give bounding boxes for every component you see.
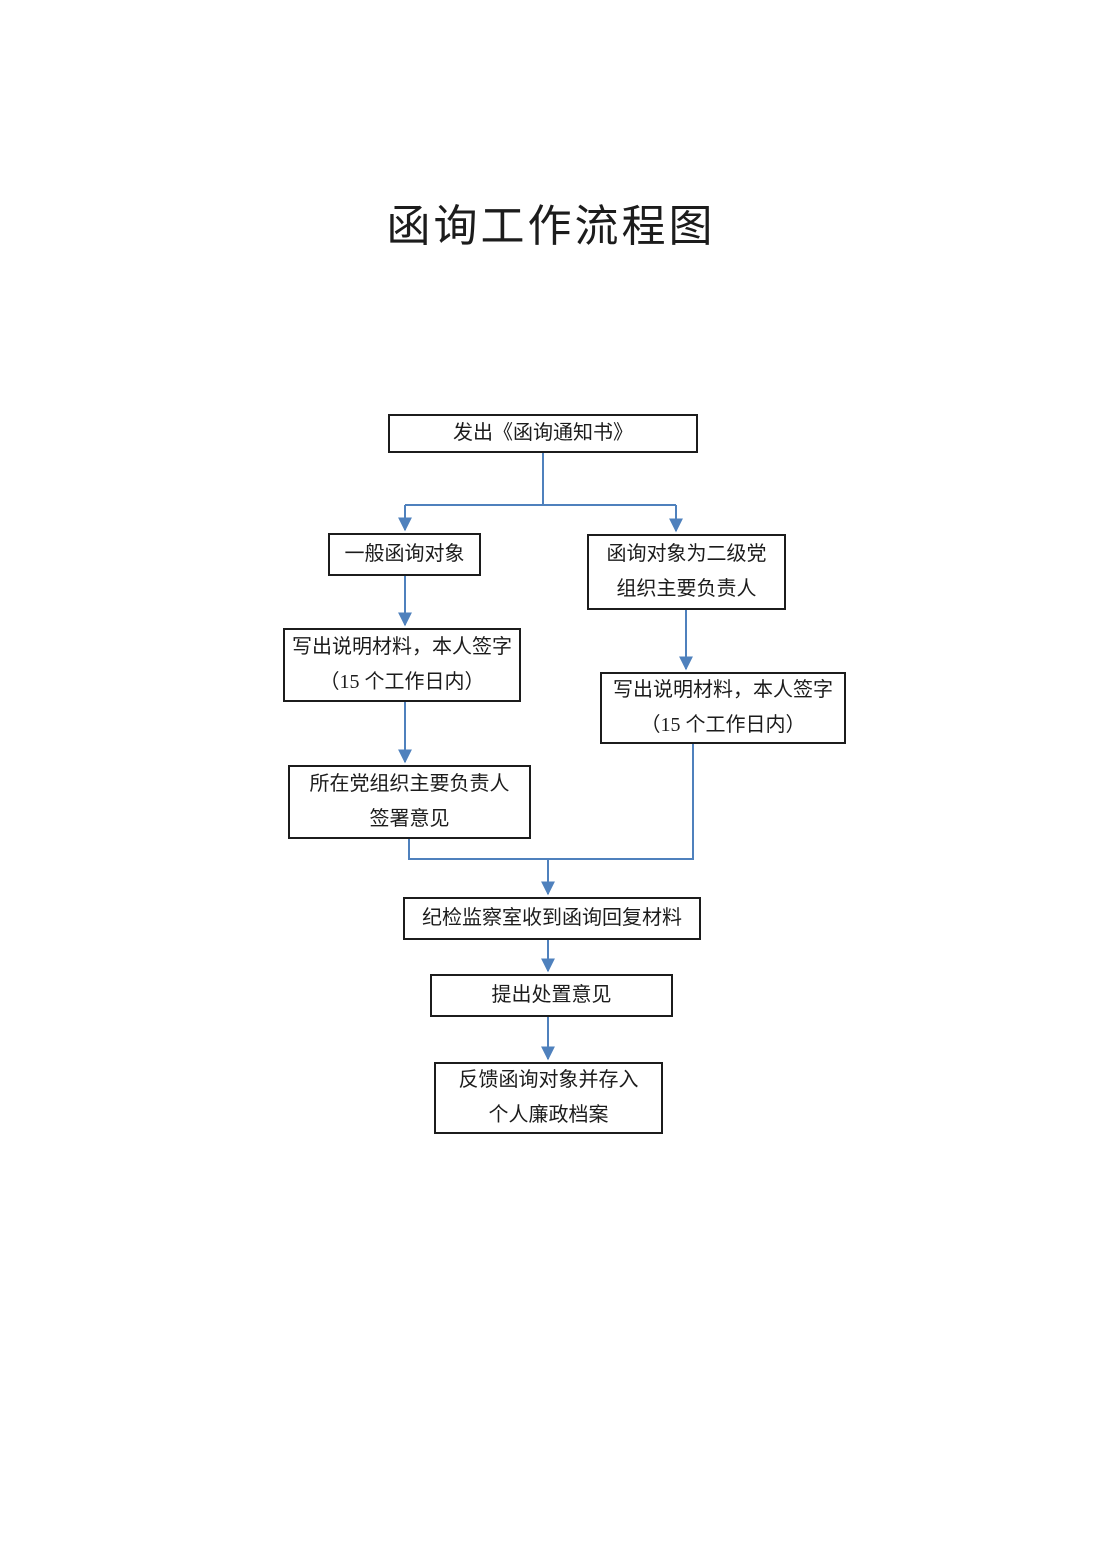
node-label-line1: 函询对象为二级党	[606, 543, 767, 565]
node-label-line2: （15 个工作日内）	[319, 671, 485, 693]
node-label-line2: （15 个工作日内）	[640, 714, 806, 736]
node-label-line2: 个人廉政档案	[488, 1104, 609, 1126]
flow-node-receive-reply: 纪检监察室收到函询回复材料	[403, 897, 701, 940]
node-label-line1: 反馈函询对象并存入	[458, 1069, 639, 1091]
node-label: 一般函询对象	[344, 543, 465, 565]
flow-node-write-material-right: 写出说明材料，本人签字 （15 个工作日内）	[600, 672, 846, 744]
node-label-line1: 所在党组织主要负责人	[309, 773, 510, 795]
flow-node-secondary-target: 函询对象为二级党 组织主要负责人	[587, 534, 786, 610]
flow-node-issue-notice: 发出《函询通知书》	[388, 414, 698, 453]
node-label: 纪检监察室收到函询回复材料	[422, 907, 682, 929]
node-label-line1: 写出说明材料，本人签字	[613, 679, 833, 701]
node-label-line2: 签署意见	[369, 808, 450, 830]
flow-node-write-material-left: 写出说明材料，本人签字 （15 个工作日内）	[283, 628, 521, 702]
node-label: 发出《函询通知书》	[453, 422, 633, 444]
page-title: 函询工作流程图	[386, 202, 716, 251]
node-label-line2: 组织主要负责人	[616, 578, 757, 600]
flow-node-org-leader-sign: 所在党组织主要负责人 签署意见	[288, 765, 531, 839]
flow-node-general-target: 一般函询对象	[328, 533, 481, 576]
flow-node-propose-action: 提出处置意见	[430, 974, 673, 1017]
node-label-line1: 写出说明材料，本人签字	[292, 636, 512, 658]
flow-node-feedback-archive: 反馈函询对象并存入 个人廉政档案	[434, 1062, 663, 1134]
node-label: 提出处置意见	[491, 984, 612, 1006]
